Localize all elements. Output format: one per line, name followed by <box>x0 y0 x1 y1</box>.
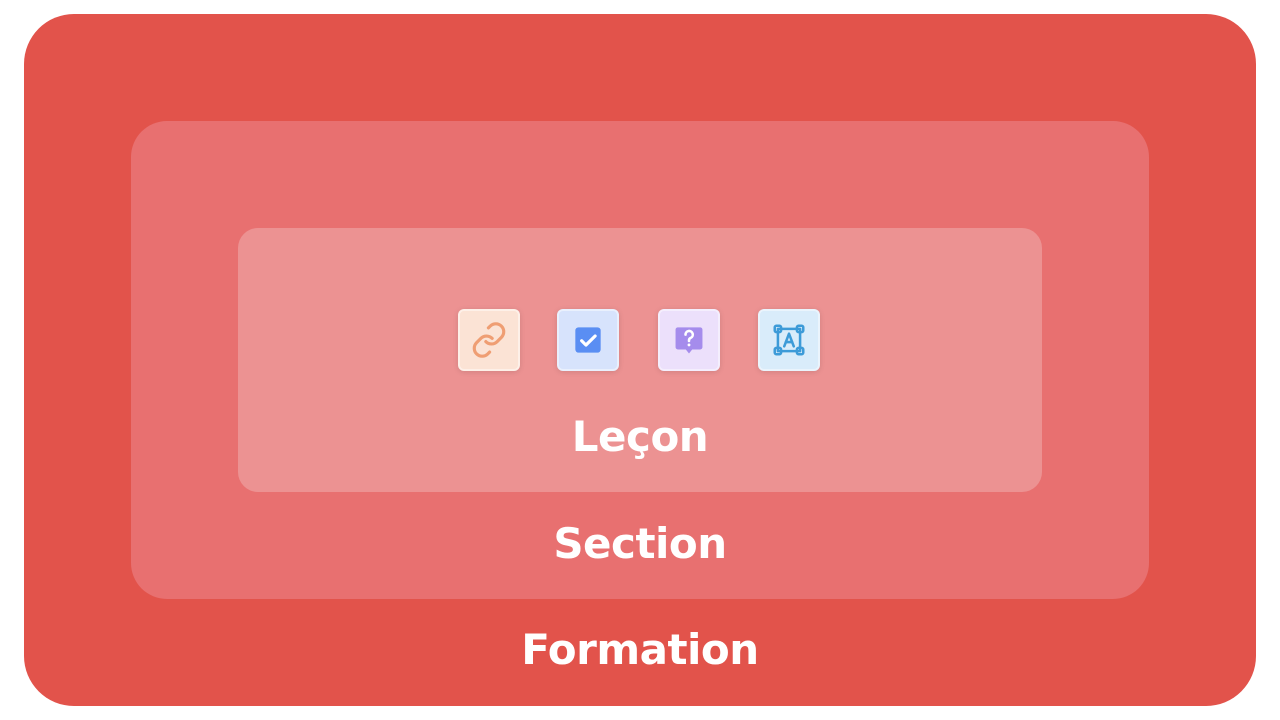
section-label: Section <box>553 519 727 568</box>
lecon-label: Leçon <box>571 412 709 461</box>
link-tile <box>458 309 520 371</box>
checkbox-tile <box>557 309 619 371</box>
checkbox-icon <box>569 321 607 359</box>
question-icon <box>670 321 708 359</box>
text-select-icon <box>770 321 808 359</box>
question-tile <box>658 309 720 371</box>
formation-label: Formation <box>521 625 759 674</box>
link-icon <box>470 321 508 359</box>
text-select-tile <box>758 309 820 371</box>
lecon-box <box>238 228 1042 492</box>
